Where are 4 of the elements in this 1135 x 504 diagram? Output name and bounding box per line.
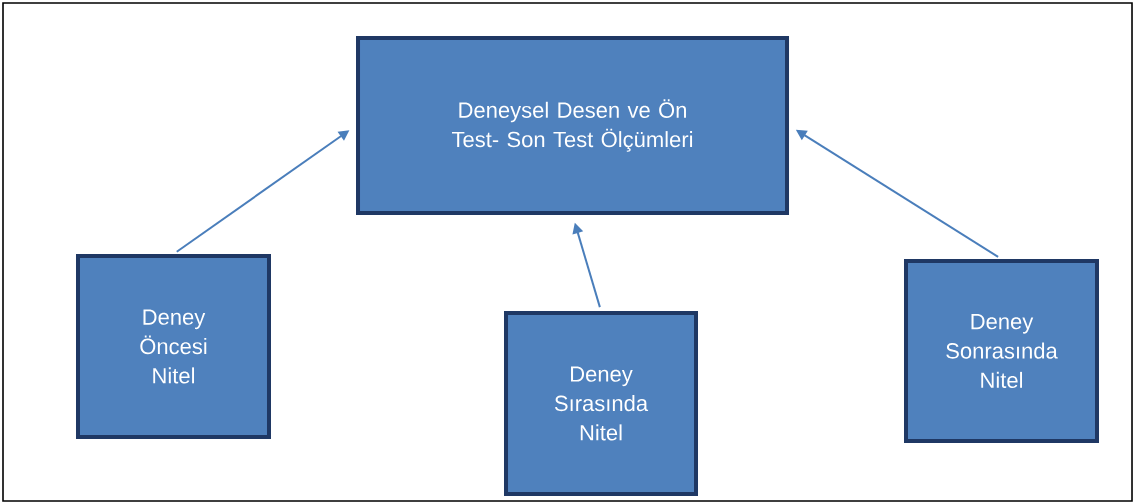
process-box: Deney Sırasında Nitel [504, 311, 698, 496]
process-box: Deney Sonrasında Nitel [904, 259, 1099, 443]
process-box: Deney Öncesi Nitel [76, 254, 271, 439]
process-box: Deneysel Desen ve Ön Test- Son Test Ölçümleri [356, 36, 789, 215]
